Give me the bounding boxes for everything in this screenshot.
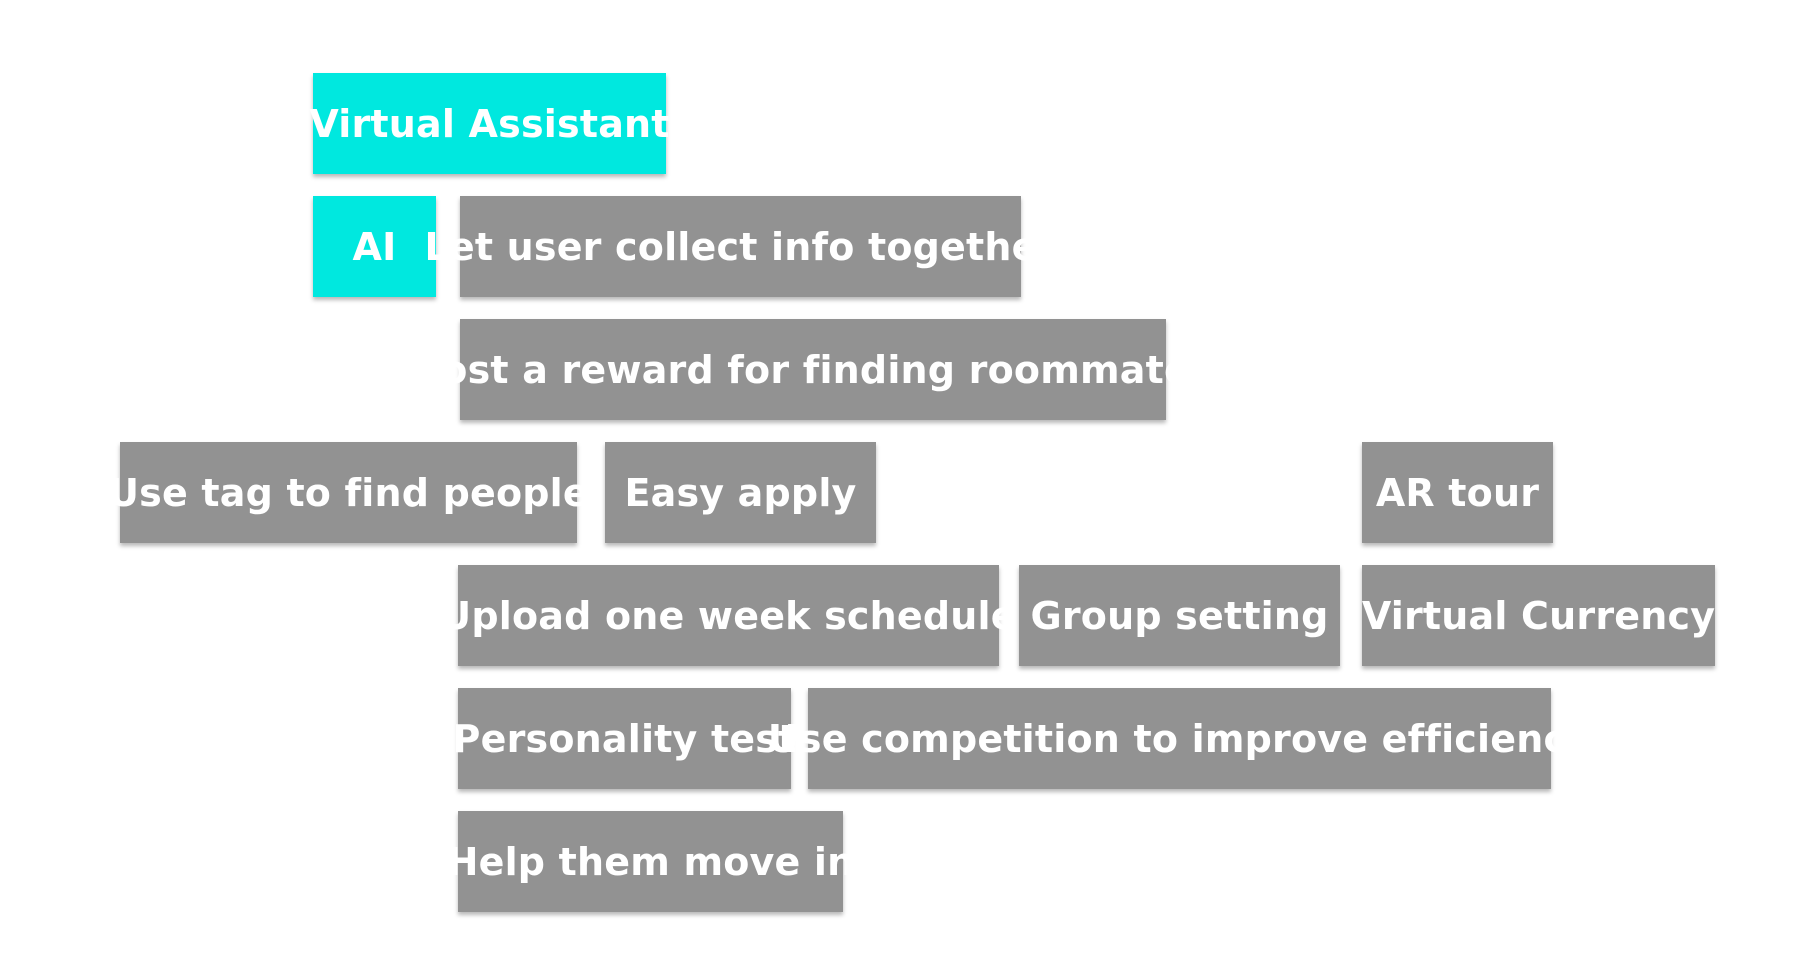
card-post-reward: Post a reward for finding roommates: [413, 319, 1213, 420]
card-personality-test: Personality test: [453, 688, 796, 789]
card-easy-apply: Easy apply: [605, 442, 876, 543]
card-group-setting: Group setting: [1019, 565, 1340, 666]
card-help-move-in: Help them move in: [447, 811, 854, 912]
card-let-user-collect-info: Let user collect info together: [424, 196, 1056, 297]
card-virtual-currency: Virtual Currency: [1362, 565, 1715, 666]
card-use-competition: Use competition to improve efficiency: [768, 688, 1591, 789]
card-use-tag: Use tag to find people: [108, 442, 589, 543]
card-upload-schedule: Upload one week schedule: [440, 565, 1017, 666]
card-ai: AI: [313, 196, 436, 297]
card-ar-tour: AR tour: [1362, 442, 1553, 543]
card-virtual-assistant: Virtual Assistant: [309, 73, 669, 174]
